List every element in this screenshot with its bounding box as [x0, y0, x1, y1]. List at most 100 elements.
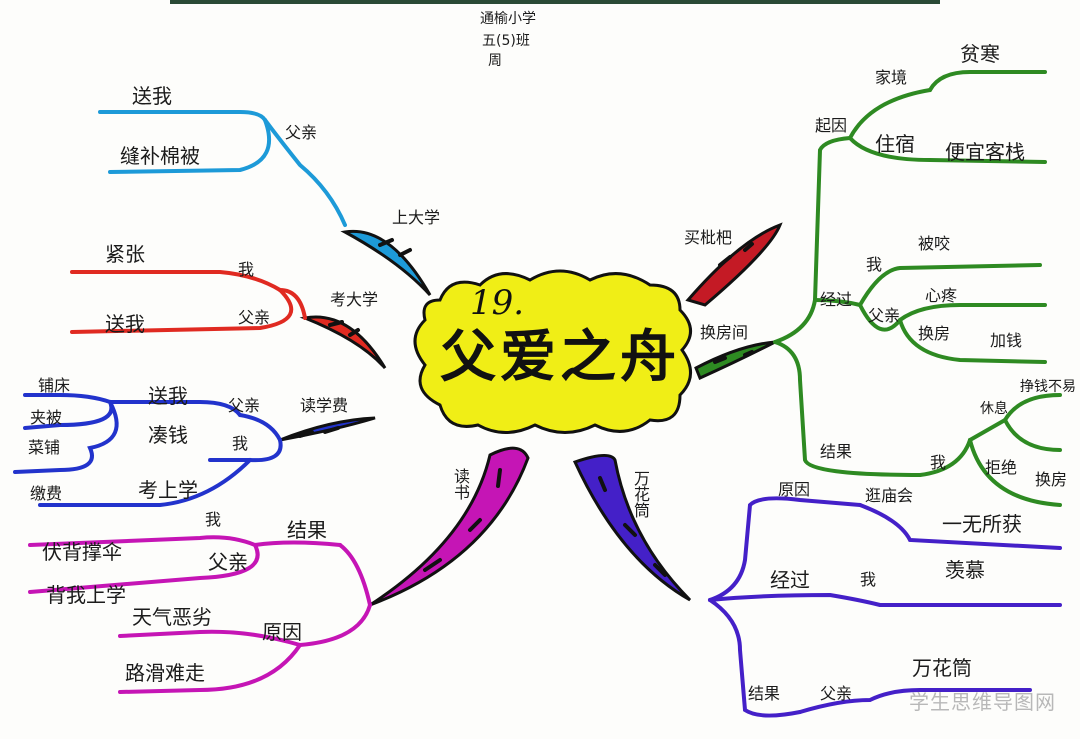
arm-decorations — [298, 238, 754, 577]
line-fee-c — [38, 458, 252, 507]
college-leaf-send: 送我 — [132, 84, 172, 108]
room-money: 加钱 — [990, 331, 1023, 350]
room-stay: 住宿 — [875, 132, 915, 156]
fee-leaf-pay: 缴费 — [30, 484, 63, 503]
arm-read — [369, 446, 530, 607]
line-room-result — [773, 340, 922, 477]
room-result: 结果 — [820, 442, 853, 461]
arm-room — [694, 340, 776, 381]
arm-college — [340, 229, 432, 297]
line-room-poor — [928, 70, 1047, 92]
line-kaleido-fair — [858, 503, 1062, 550]
room-cause: 起因 — [815, 116, 848, 135]
room-home: 家境 — [875, 68, 908, 87]
line-room-pain — [898, 303, 1047, 322]
branch-room-label: 换房间 — [700, 323, 749, 342]
kaleido-envy: 羡慕 — [945, 558, 985, 582]
line-room-trunk — [773, 136, 852, 344]
class-name: 五(5)班 — [482, 33, 530, 49]
exam-leaf-nervous: 紧张 — [105, 242, 145, 266]
branch-kaleido-label: 万花筒 — [631, 470, 650, 518]
room-inn: 便宜客栈 — [945, 140, 1025, 164]
branch-exam-label: 考大学 — [330, 290, 379, 309]
kaleido-none: 一无所获 — [942, 512, 1022, 536]
room-poor: 贫寒 — [960, 42, 1000, 66]
line-read-leaf2 — [28, 543, 260, 594]
kaleido-result: 结果 — [748, 684, 781, 703]
line-exam-leaf2 — [70, 288, 294, 334]
kaleido-me: 我 — [860, 570, 877, 589]
room-change: 换房 — [918, 324, 951, 343]
line-room-cause1 — [848, 88, 932, 140]
room-refuse: 拒绝 — [985, 458, 1018, 477]
exam-leaf-send: 送我 — [105, 312, 145, 336]
room-change2: 换房 — [1035, 470, 1068, 489]
line-read-leaf4 — [118, 643, 302, 694]
fee-send: 送我 — [148, 384, 188, 408]
read-leaf-road: 路滑难走 — [125, 661, 205, 685]
room-bite: 被咬 — [918, 234, 951, 253]
kaleido-process: 经过 — [770, 568, 810, 592]
kaleido-fair: 逛庙会 — [865, 486, 914, 505]
read-leaf-umbrella: 伏背撑伞 — [42, 540, 122, 564]
line-kaleido-trunk — [708, 496, 862, 602]
line-read-main — [338, 543, 372, 607]
fee-leaf-shop: 菜铺 — [28, 438, 61, 457]
line-room-process — [813, 298, 862, 307]
line-room-me — [858, 263, 1042, 307]
branch-fee-label: 读学费 — [300, 396, 349, 415]
room-hard: 挣钱不易 — [1020, 379, 1076, 395]
line-room-change2 — [1003, 418, 1062, 452]
arm-fee — [279, 416, 376, 442]
exam-father: 父亲 — [238, 308, 271, 327]
school-name: 通榆小学 — [480, 11, 536, 27]
fee-money: 凑钱 — [148, 423, 188, 447]
room-pain: 心疼 — [925, 286, 958, 305]
read-me: 我 — [205, 510, 222, 529]
line-read-cause — [298, 603, 372, 647]
read-leaf-weather: 天气恶劣 — [132, 605, 212, 629]
room-me: 我 — [866, 255, 883, 274]
kaleido-cause: 原因 — [778, 480, 811, 499]
branch-loquat-label: 买枇杷 — [684, 228, 733, 247]
map-title: 父爱之舟 — [440, 325, 680, 390]
read-leaf-carry: 背我上学 — [46, 583, 126, 607]
arm-exam — [299, 315, 387, 369]
kaleido-item: 万花筒 — [912, 656, 972, 680]
room-father: 父亲 — [868, 306, 901, 325]
line-exam-main — [278, 288, 307, 320]
line-exam-leaf1 — [70, 270, 282, 292]
line-college-leaf2 — [108, 118, 271, 174]
line-kaleido-process — [708, 592, 1062, 607]
line-fee-a — [108, 400, 242, 417]
fee-leaf-bed: 铺床 — [38, 376, 71, 395]
line-college-main — [263, 118, 347, 227]
line-room-refuse — [968, 438, 1062, 507]
line-room-father — [858, 303, 902, 332]
line-read-result — [253, 540, 342, 547]
lesson-number: 19. — [470, 283, 525, 323]
line-fee-main — [238, 413, 282, 442]
arm-kaleido — [572, 454, 692, 602]
room-process: 经过 — [820, 290, 853, 309]
exam-me: 我 — [238, 260, 255, 279]
line-room-rest — [1003, 393, 1062, 422]
college-father: 父亲 — [285, 123, 318, 142]
kaleido-father: 父亲 — [820, 684, 853, 703]
line-kaleido-father — [798, 688, 1032, 714]
fee-father: 父亲 — [228, 396, 261, 415]
top-border — [170, 0, 940, 4]
branch-college-label: 上大学 — [392, 208, 441, 227]
fee-me: 我 — [232, 434, 249, 453]
line-kaleido-result — [708, 598, 802, 718]
read-father: 父亲 — [208, 550, 248, 574]
student-name: 周 — [488, 53, 502, 69]
line-room-cause2 — [848, 136, 1047, 164]
room-rest: 休息 — [980, 401, 1008, 417]
read-cause: 原因 — [262, 620, 302, 644]
read-result: 结果 — [287, 518, 327, 542]
line-fee-leaf3 — [13, 400, 119, 474]
college-leaf-quilt: 缝补棉被 — [120, 144, 200, 168]
fee-leaf-quilt: 夹被 — [30, 408, 63, 427]
